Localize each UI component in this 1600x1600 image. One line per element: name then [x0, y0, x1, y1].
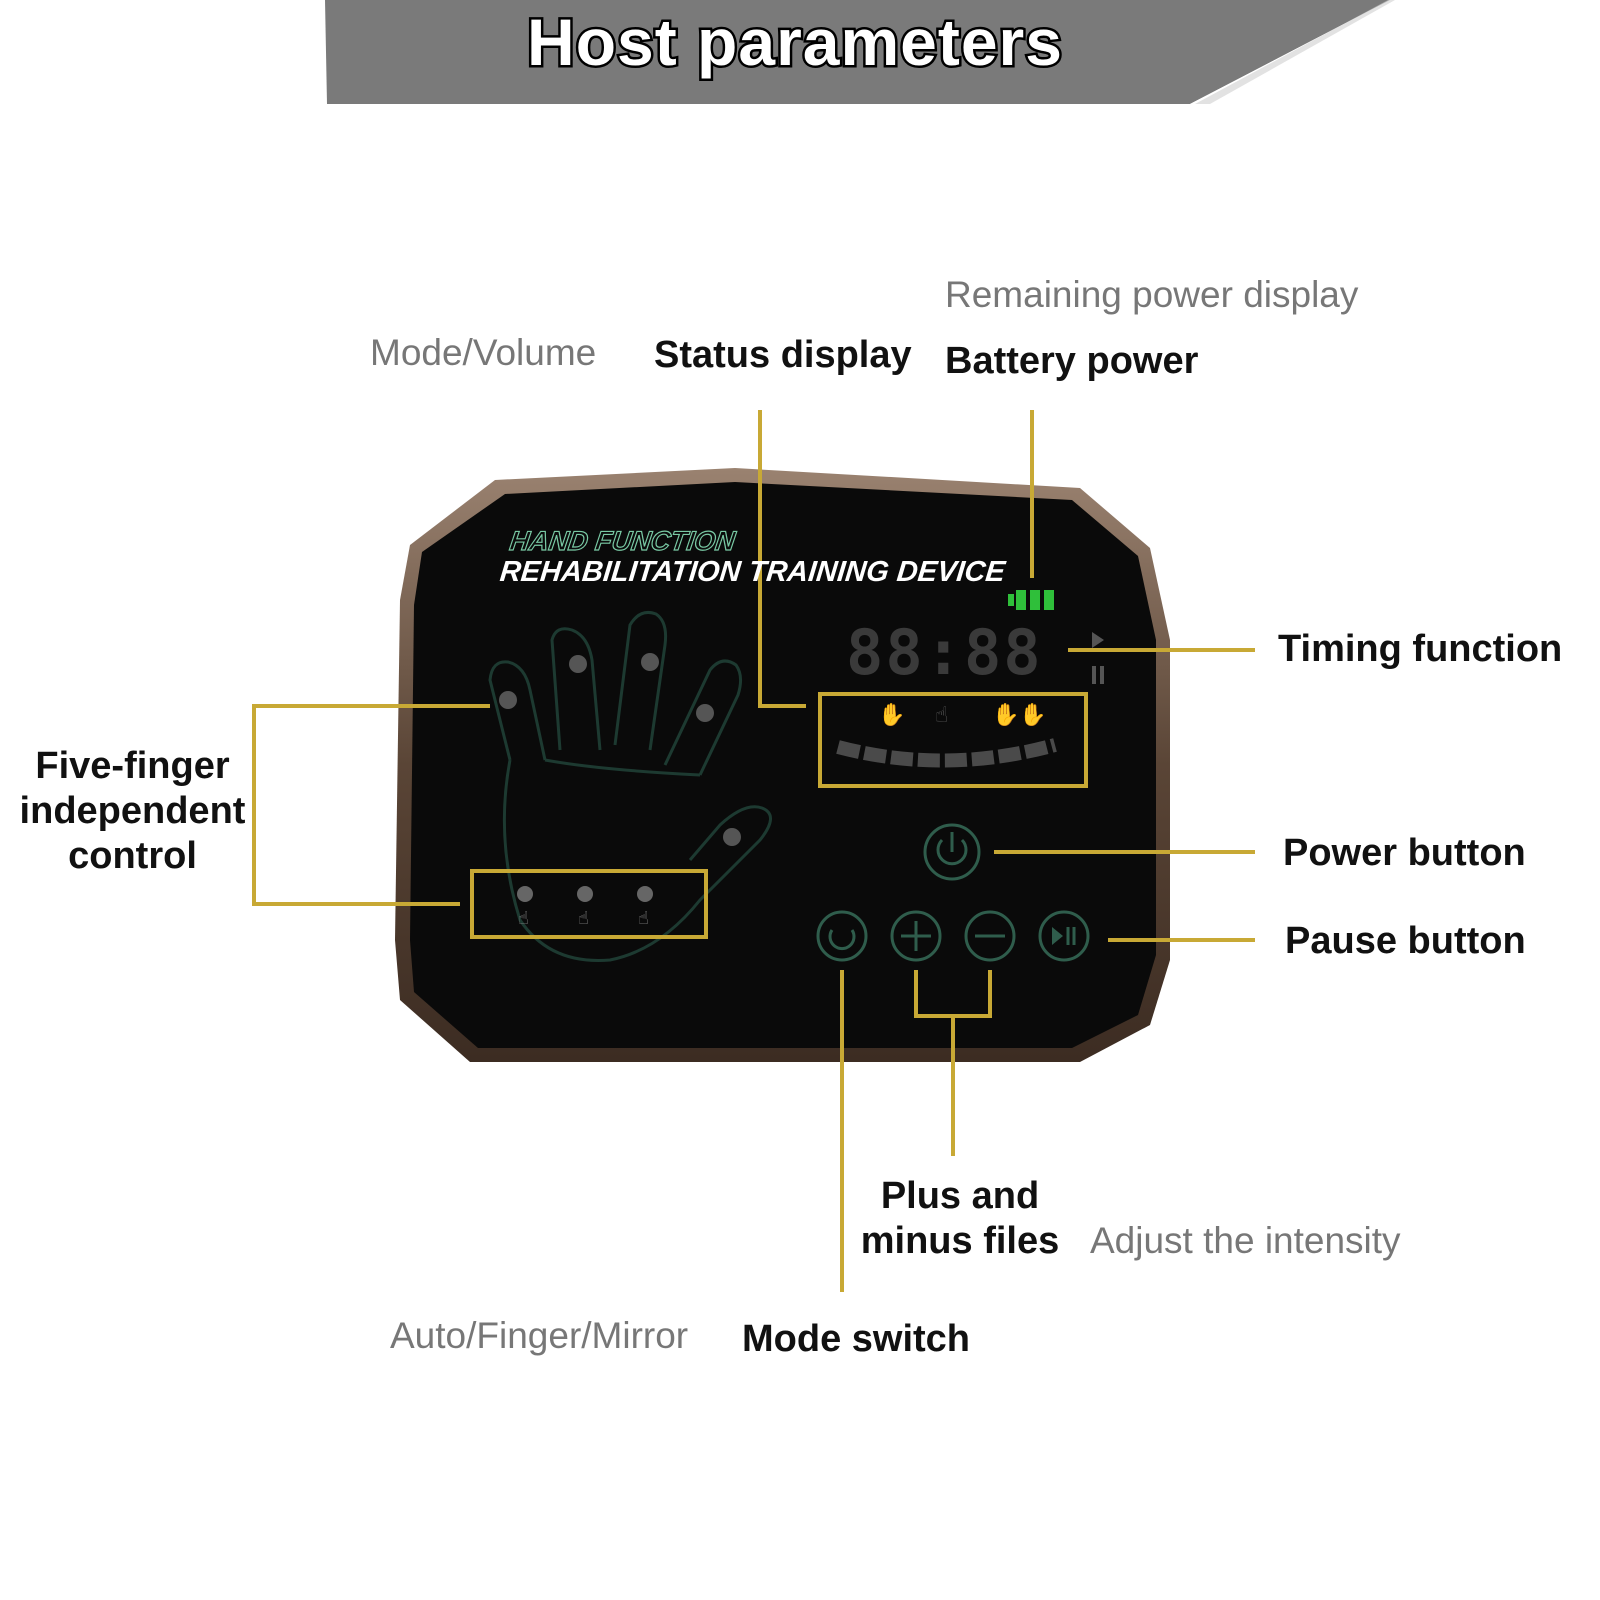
svg-text:☝: ☝: [518, 908, 529, 929]
hand-outline-icon: [488, 610, 772, 962]
remaining-power-label: Remaining power display: [945, 274, 1359, 315]
device-body: [395, 468, 1170, 1062]
finger-dot: [569, 655, 587, 673]
finger-dot: [499, 691, 517, 709]
mode-icon[interactable]: [816, 910, 868, 962]
plus-minus-line-1: Plus and: [880, 1175, 1040, 1217]
finger-dot: [641, 653, 659, 671]
five-finger-bracket: [252, 704, 490, 906]
finger-dots: [499, 653, 741, 846]
timer-display: 88:88: [846, 616, 1043, 689]
five-finger-line-1: Five-finger: [35, 745, 230, 787]
plus-icon[interactable]: [890, 910, 942, 962]
status-indicators: ✋ ☝ ✋✋: [836, 702, 1057, 768]
page-title: Host parameters: [525, 3, 1065, 82]
svg-text:☝: ☝: [578, 908, 589, 929]
plus-minus-label: Plus and minus files: [855, 1174, 1065, 1264]
svg-text:✋✋: ✋✋: [992, 702, 1047, 728]
mode-volume-label: Mode/Volume: [370, 332, 597, 373]
five-finger-label: Five-finger independent control: [10, 744, 255, 878]
callout-lines: [252, 410, 1255, 1292]
brand-line-2: REHABILITATION TRAINING DEVICE: [498, 556, 1007, 588]
adjust-intensity-label: Adjust the intensity: [1090, 1220, 1401, 1261]
power-button-label: Power button: [1283, 832, 1526, 874]
five-finger-line-3: control: [68, 834, 197, 877]
finger-dot: [696, 704, 714, 722]
battery-icon: [1008, 590, 1054, 610]
brand-line-1: HAND FUNCTION: [507, 525, 738, 556]
finger-dot: [723, 828, 741, 846]
power-icon[interactable]: [923, 823, 981, 881]
auto-finger-mirror-label: Auto/Finger/Mirror: [390, 1315, 689, 1356]
title-banner: [325, 0, 1398, 104]
pause-button-label: Pause button: [1285, 920, 1526, 962]
status-display-box: [818, 692, 1088, 788]
svg-text:✋: ✋: [878, 702, 905, 728]
play-pause-icon[interactable]: [1038, 910, 1090, 962]
status-display-label: Status display: [654, 334, 912, 376]
status-display-leader: [758, 410, 806, 708]
timing-function-label: Timing function: [1278, 628, 1563, 670]
svg-text:☝: ☝: [935, 703, 948, 728]
timer-state-icons: [1092, 632, 1104, 684]
five-finger-line-2: independent: [19, 789, 246, 832]
mode-indicators: ☝ ☝ ☝: [517, 886, 653, 929]
svg-text:☝: ☝: [638, 908, 649, 929]
minus-icon[interactable]: [964, 910, 1016, 962]
mode-switch-label: Mode switch: [742, 1318, 971, 1360]
finger-indicator-box: [470, 869, 708, 939]
plus-minus-line-2: minus files: [860, 1219, 1060, 1262]
battery-power-label: Battery power: [945, 340, 1199, 382]
